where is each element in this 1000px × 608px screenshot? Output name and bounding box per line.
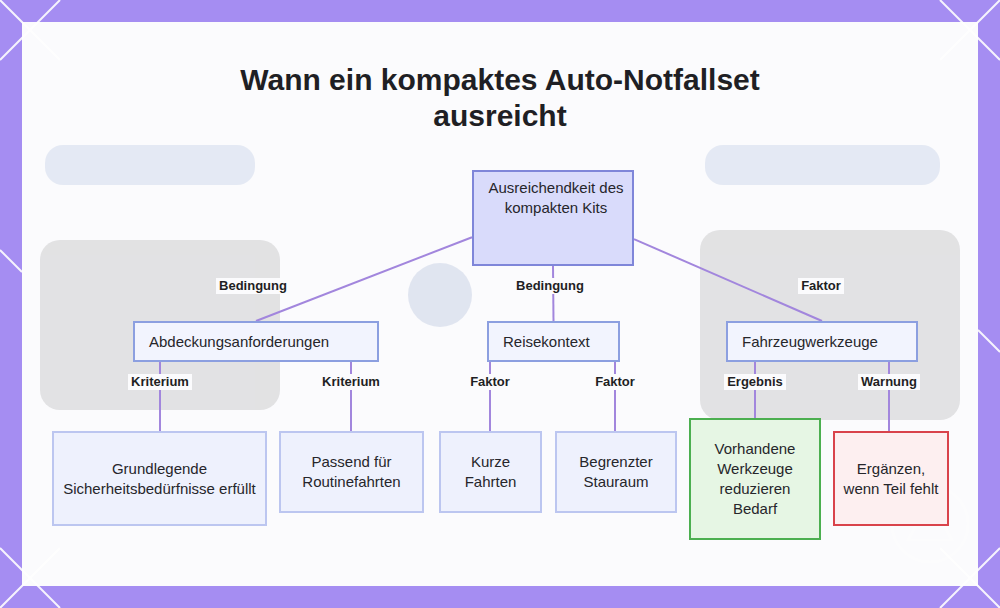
connector-line <box>489 362 491 431</box>
connector-line <box>159 362 161 431</box>
connector-line <box>350 362 352 431</box>
node-text: Fahrzeugwerkzeuge <box>742 332 878 352</box>
edge-label: Kriterium <box>319 374 383 390</box>
edge-label: Faktor <box>592 374 638 390</box>
leaf-box: Passend für Routinefahrten <box>279 431 424 513</box>
edge-label: Warnung <box>858 374 920 390</box>
node-text: Grundlegende Sicherheitsbedürfnisse erfü… <box>62 459 257 499</box>
connector-line <box>614 362 616 431</box>
warning-box: Ergänzen, wenn Teil fehlt <box>833 431 949 526</box>
connector-line <box>754 362 756 418</box>
node-text: Vorhandene Werkzeuge reduzieren Bedarf <box>699 439 811 519</box>
edge-label: Kriterium <box>128 374 192 390</box>
edge-label: Faktor <box>467 374 513 390</box>
node-text: Abdeckungsanforderungen <box>149 332 329 352</box>
blurred-photo <box>40 145 960 420</box>
diagram-title: Wann ein kompaktes Auto-Notfallset ausre… <box>200 62 800 134</box>
node-text: Begrenzter Stauraum <box>565 452 667 492</box>
result-box: Vorhandene Werkzeuge reduzieren Bedarf <box>689 418 821 540</box>
leaf-box: Grundlegende Sicherheitsbedürfnisse erfü… <box>52 431 267 526</box>
node-text: Reisekontext <box>503 332 590 352</box>
edge-label: Ergebnis <box>724 374 786 390</box>
node-text: Passend für Routinefahrten <box>289 452 414 492</box>
edge-label: Bedingung <box>216 278 290 294</box>
node-text: Kurze Fahrten <box>449 452 532 492</box>
panel <box>22 22 978 586</box>
node-text: Ausreichendkeit des kompakten Kits <box>488 178 624 218</box>
edge-label: Faktor <box>798 278 844 294</box>
leaf-box: Kurze Fahrten <box>439 431 542 513</box>
connector-line <box>634 239 822 321</box>
edge-label: Bedingung <box>513 278 587 294</box>
root-box: Ausreichendkeit des kompakten Kits <box>472 170 634 266</box>
category-box: Reisekontext <box>487 321 620 362</box>
category-box: Fahrzeugwerkzeuge <box>726 321 918 362</box>
node-text: Ergänzen, wenn Teil fehlt <box>843 459 939 499</box>
leaf-box: Begrenzter Stauraum <box>555 431 677 513</box>
connector-line <box>888 362 890 431</box>
category-box: Abdeckungsanforderungen <box>133 321 379 362</box>
